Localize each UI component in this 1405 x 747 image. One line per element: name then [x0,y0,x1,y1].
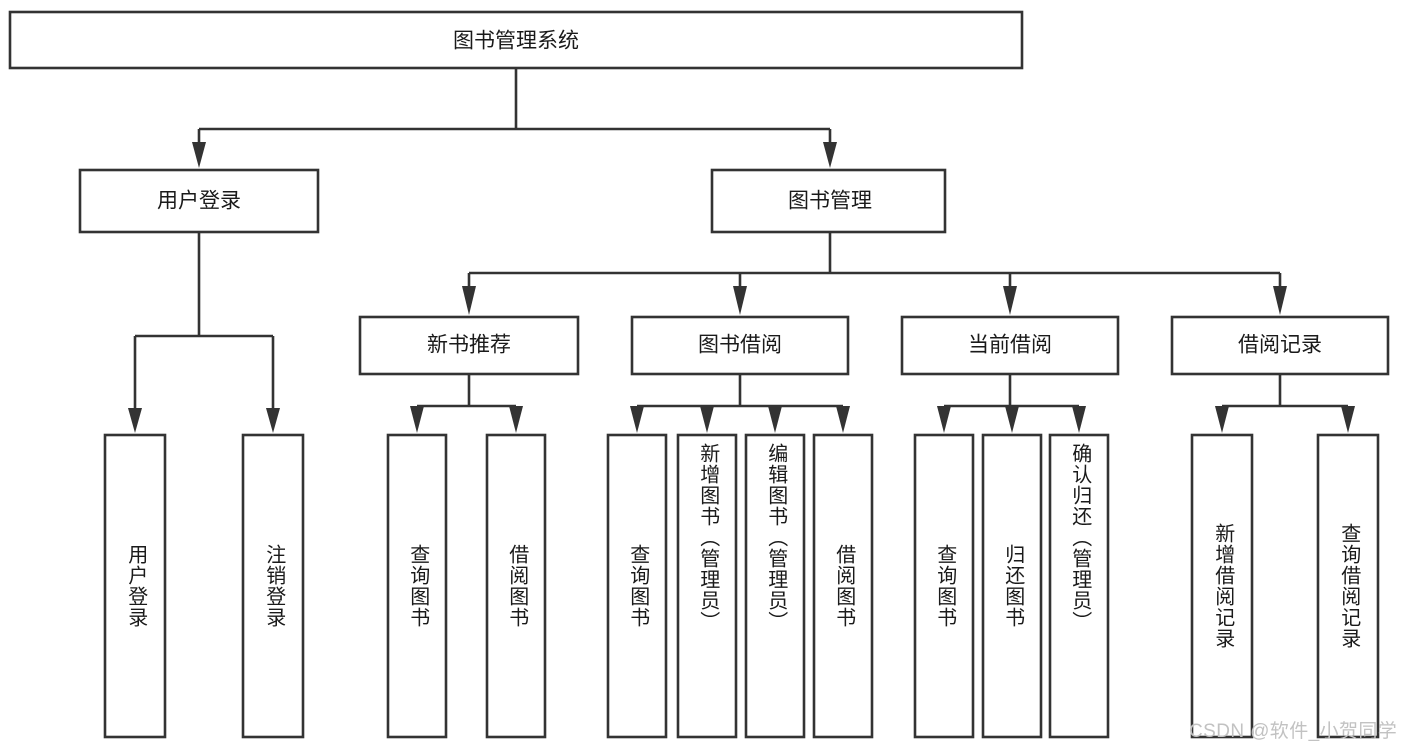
borrow-record-box[interactable] [1170,315,1390,376]
new-book-recommend-label: 新书推荐 [427,334,511,357]
arrowhead-leaf-logout [266,408,280,433]
leaf-box-return-book[interactable] [981,433,1043,739]
leaf-box-query-book-2[interactable] [606,433,668,739]
node-current-borrow[interactable]: 当前借阅 [900,315,1120,376]
arrowhead-current-borrow [1003,286,1017,315]
leaf-box-confirm-return-admin[interactable] [1048,433,1110,739]
leaf-box-user-login[interactable] [103,433,167,739]
arrowhead-current-borrow-leaf-2 [1005,406,1019,433]
leaf-box-query-book-3[interactable] [913,433,975,739]
arrowhead-new-book [462,286,476,315]
arrowhead-current-borrow-leaf-3 [1072,406,1086,433]
leaf-box-edit-book-admin[interactable] [744,433,806,739]
node-book-management[interactable]: 图书管理 [710,168,947,234]
node-user-login[interactable]: 用户登录 [78,168,320,234]
arrowhead-book-borrow-leaf-3 [768,406,782,433]
arrowhead-book-mgmt [823,142,837,168]
arrowhead-new-book-leaf-1 [410,406,424,433]
leaf-box-layer[interactable] [103,433,1380,739]
root-label: 图书管理系统 [453,30,579,53]
arrowhead-user-login [192,142,206,168]
leaf-box-add-book-admin[interactable] [676,433,738,739]
leaf-box-add-borrow-record[interactable] [1190,433,1254,739]
leaf-box-query-book-1[interactable] [386,433,448,739]
node-root[interactable]: 图书管理系统 [8,10,1024,70]
book-borrow-label: 图书借阅 [698,334,782,357]
arrowhead-book-borrow [733,286,747,315]
current-borrow-box[interactable] [900,315,1120,376]
arrowhead-borrow-record-leaf-2 [1341,406,1355,433]
arrowhead-borrow-record-leaf-1 [1215,406,1229,433]
leaf-box-query-borrow-record[interactable] [1316,433,1380,739]
current-borrow-label: 当前借阅 [968,334,1052,357]
arrowhead-current-borrow-leaf-1 [937,406,951,433]
node-borrow-record[interactable]: 借阅记录 [1170,315,1390,376]
arrowhead-book-borrow-leaf-1 [630,406,644,433]
user-login-box[interactable] [78,168,320,234]
node-book-borrow[interactable]: 图书借阅 [630,315,850,376]
borrow-record-label: 借阅记录 [1238,334,1322,357]
arrowhead-book-borrow-leaf-4 [836,406,850,433]
arrowhead-book-borrow-leaf-2 [700,406,714,433]
user-login-label: 用户登录 [157,190,241,213]
book-borrow-box[interactable] [630,315,850,376]
new-book-recommend-box[interactable] [358,315,580,376]
node-new-book-recommend[interactable]: 新书推荐 [358,315,580,376]
csdn-watermark: CSDN @软件_小贺同学 [1189,721,1398,742]
leaf-box-logout[interactable] [241,433,305,739]
book-management-box[interactable] [710,168,947,234]
root-box[interactable] [8,10,1024,70]
arrowhead-new-book-leaf-2 [509,406,523,433]
leaf-box-borrow-book-1[interactable] [485,433,547,739]
arrowhead-leaf-user-login [128,408,142,433]
book-management-label: 图书管理 [788,190,872,213]
arrowhead-borrow-record [1273,286,1287,315]
connector-layer [128,68,1355,433]
leaf-box-borrow-book-2[interactable] [812,433,874,739]
